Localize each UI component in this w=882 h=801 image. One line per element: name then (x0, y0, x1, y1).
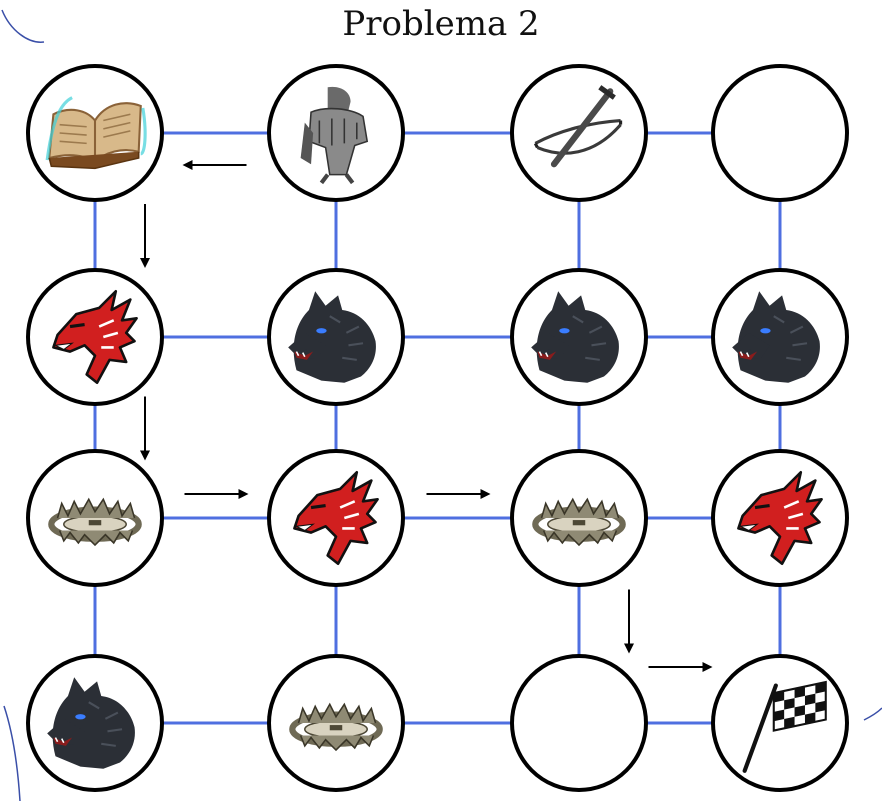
grid-node (510, 654, 648, 792)
grid-node (26, 654, 164, 792)
path-arrows (140, 160, 713, 672)
scribble-right (863, 707, 882, 721)
node-circle (711, 64, 849, 202)
grid-node (711, 449, 849, 587)
grid-edges (93, 131, 782, 725)
page-title: Problema 2 (342, 4, 540, 44)
grid-node (711, 268, 849, 406)
grid-node (267, 654, 405, 792)
node-circle (510, 654, 648, 792)
scribble-top-left (1, 9, 45, 43)
grid-node (510, 268, 648, 406)
grid-node (510, 449, 648, 587)
grid-node (26, 64, 164, 202)
scribble-bottom-left (3, 705, 21, 801)
grid-node (26, 449, 164, 587)
grid-node (510, 64, 648, 202)
grid-nodes (26, 64, 849, 792)
grid-node (711, 654, 849, 792)
grid-node (267, 449, 405, 587)
grid-node (711, 64, 849, 202)
grid-node (267, 268, 405, 406)
grid-node (267, 64, 405, 202)
grid-node (26, 268, 164, 406)
